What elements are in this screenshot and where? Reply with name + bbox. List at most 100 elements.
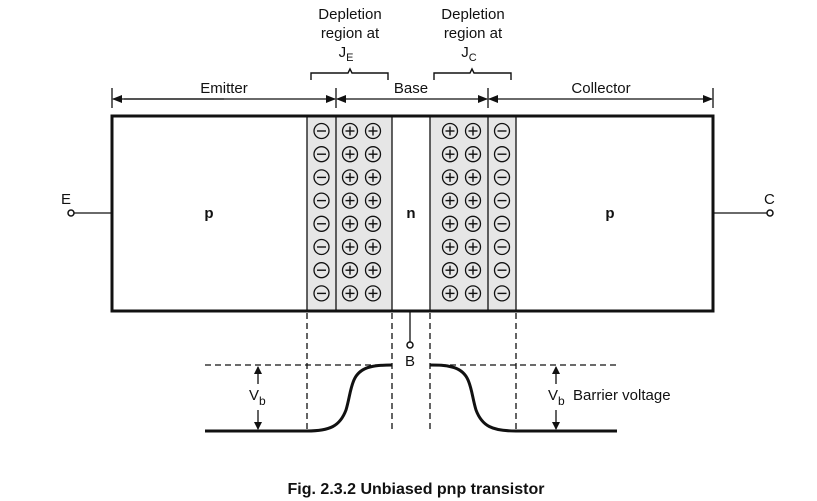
positive-ion-icon (364, 122, 382, 140)
vb-right-subscript: b (558, 394, 565, 408)
base-type-label: n (406, 205, 415, 222)
vb-left-symbol: V (249, 387, 259, 404)
depletion-label-jc: Depletion region at JC (441, 6, 504, 64)
emitter-label: Emitter (200, 80, 248, 97)
ion-circle (364, 192, 382, 209)
ion-circle (464, 262, 482, 279)
ion-circle (364, 122, 382, 140)
negative-ion-icon (493, 169, 511, 186)
depletion-jc-line2: region at (444, 25, 503, 42)
ion-circle (441, 122, 459, 140)
ion-circle (441, 285, 459, 302)
ion-circle (313, 169, 330, 186)
emitter-terminal: E (61, 191, 112, 217)
positive-ion-icon (464, 262, 482, 279)
positive-ion-icon (341, 262, 359, 279)
jc-symbol-sub: C (469, 52, 477, 64)
ion-circle (341, 262, 359, 279)
positive-ion-icon (441, 192, 459, 209)
vb-indicator-right: Vb Barrier voltage (548, 366, 671, 430)
jc-symbol-main: J (461, 44, 469, 61)
ion-circle (493, 215, 511, 232)
positive-ion-icon (341, 169, 359, 186)
depletion-region-jc (430, 116, 516, 311)
brace-je (310, 67, 389, 80)
ion-circle (493, 262, 511, 279)
positive-ion-icon (364, 262, 382, 279)
positive-ion-icon (441, 169, 459, 186)
positive-ion-icon (464, 238, 482, 256)
positive-ion-icon (464, 192, 482, 209)
negative-ion-icon (493, 215, 511, 232)
ion-circle (493, 122, 511, 140)
ion-circle (364, 146, 382, 163)
positive-ion-icon (464, 169, 482, 186)
barrier-voltage-label: Barrier voltage (573, 387, 671, 404)
jc-symbol: JC (461, 44, 477, 64)
dimension-lines: Emitter Base Collector (111, 80, 714, 108)
ion-circle (464, 238, 482, 256)
je-symbol-main: J (339, 44, 347, 61)
ion-circle (364, 285, 382, 302)
negative-ion-icon (313, 169, 330, 186)
depletion-label-je: Depletion region at JE (318, 6, 381, 64)
positive-ion-icon (341, 146, 359, 163)
ion-grid (313, 122, 511, 302)
positive-ion-icon (341, 215, 359, 232)
positive-ion-icon (441, 146, 459, 163)
ion-circle (441, 169, 459, 186)
negative-ion-icon (313, 238, 330, 256)
negative-ion-icon (313, 262, 330, 279)
negative-ion-icon (493, 262, 511, 279)
positive-ion-icon (364, 215, 382, 232)
ion-circle (464, 122, 482, 140)
ion-circle (313, 146, 330, 163)
ion-circle (464, 169, 482, 186)
depletion-region-je (307, 116, 392, 311)
positive-ion-icon (441, 285, 459, 302)
negative-ion-icon (493, 285, 511, 302)
vb-indicator-left: Vb (249, 366, 266, 430)
ion-circle (493, 146, 511, 163)
collector-terminal-node (766, 209, 774, 217)
base-label: Base (394, 80, 428, 97)
collector-terminal-label: C (764, 191, 775, 208)
ion-circle (493, 285, 511, 302)
ion-circle (313, 238, 330, 256)
base-terminal-label: B (405, 353, 415, 370)
ion-circle (493, 192, 511, 209)
collector-label: Collector (571, 80, 630, 97)
negative-ion-icon (313, 285, 330, 302)
vb-left-label: Vb (249, 387, 266, 408)
positive-ion-icon (464, 146, 482, 163)
positive-ion-icon (441, 122, 459, 140)
negative-ion-icon (493, 192, 511, 209)
collector-type-label: p (605, 205, 614, 222)
positive-ion-icon (364, 238, 382, 256)
positive-ion-icon (341, 285, 359, 302)
je-symbol: JE (339, 44, 354, 64)
positive-ion-icon (441, 262, 459, 279)
ion-circle (493, 238, 511, 256)
positive-ion-icon (441, 238, 459, 256)
positive-ion-icon (464, 285, 482, 302)
ion-circle (441, 262, 459, 279)
ion-circle (341, 192, 359, 209)
ion-circle (313, 262, 330, 279)
ion-circle (341, 285, 359, 302)
positive-ion-icon (364, 192, 382, 209)
ion-circle (364, 169, 382, 186)
vb-left-subscript: b (259, 394, 266, 408)
ion-circle (341, 122, 359, 140)
vb-right-symbol: V (548, 387, 558, 404)
ion-circle (464, 146, 482, 163)
depletion-je-line1: Depletion (318, 6, 381, 23)
ion-circle (364, 215, 382, 232)
negative-ion-icon (493, 122, 511, 140)
depletion-jc-line1: Depletion (441, 6, 504, 23)
ion-circle (313, 122, 330, 140)
positive-ion-icon (341, 122, 359, 140)
brace-jc (433, 67, 512, 80)
ion-circle (441, 146, 459, 163)
ion-circle (493, 169, 511, 186)
